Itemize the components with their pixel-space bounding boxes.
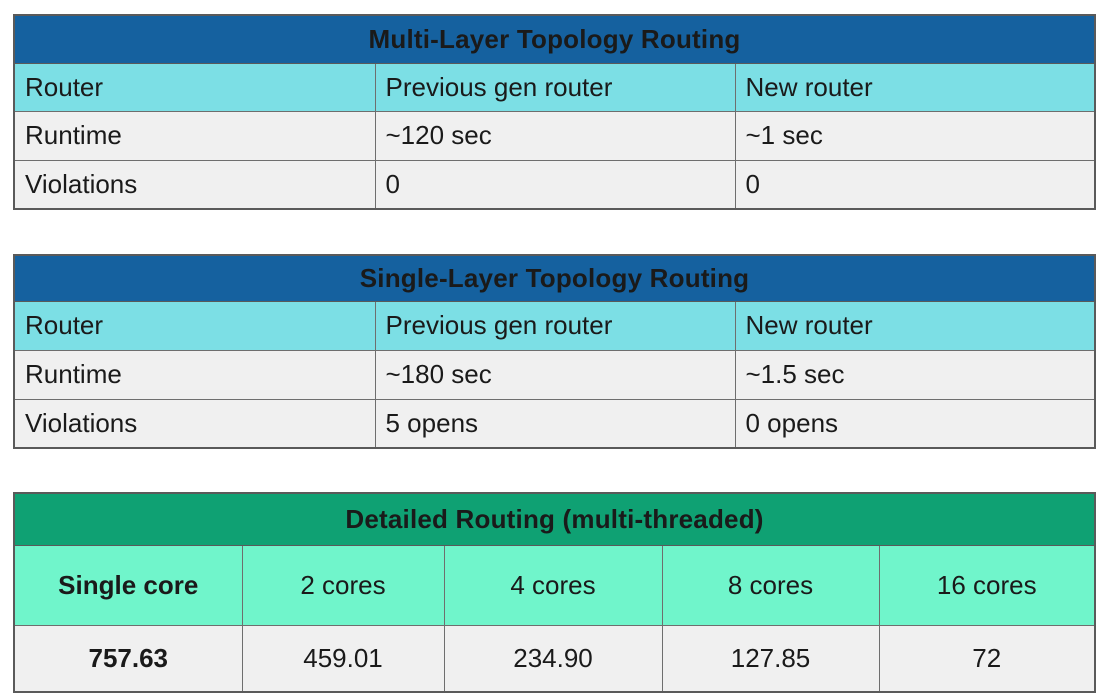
table-multi-layer-topology-routing: Multi-Layer Topology Routing Router Prev… xyxy=(13,14,1097,210)
table-title-row: Single-Layer Topology Routing xyxy=(13,254,1096,302)
cell-violations-new: 0 opens xyxy=(734,398,1096,449)
table-title: Single-Layer Topology Routing xyxy=(13,254,1096,302)
cell-runtime-previous: ~120 sec xyxy=(374,110,736,161)
column-header-router: Router xyxy=(13,62,376,112)
table-row: Violations 5 opens 0 opens xyxy=(13,398,1096,449)
column-header-16-cores: 16 cores xyxy=(878,544,1096,626)
table-row: Violations 0 0 xyxy=(13,159,1096,210)
table-header-row: Router Previous gen router New router xyxy=(13,62,1096,112)
cell-runtime-single-core: 757.63 xyxy=(13,624,243,693)
cell-runtime-8-cores: 127.85 xyxy=(661,624,880,693)
cell-violations-previous: 0 xyxy=(374,159,736,210)
cell-runtime-16-cores: 72 xyxy=(878,624,1096,693)
table-detailed-routing: Detailed Routing (multi-threaded) Single… xyxy=(13,492,1097,693)
table-header-row: Single core 2 cores 4 cores 8 cores 16 c… xyxy=(13,544,1096,626)
cell-violations-new: 0 xyxy=(734,159,1096,210)
column-header-new-router: New router xyxy=(734,300,1096,351)
table-single-layer-topology-routing: Single-Layer Topology Routing Router Pre… xyxy=(13,254,1097,449)
cell-runtime-2-cores: 459.01 xyxy=(241,624,445,693)
column-header-previous-gen-router: Previous gen router xyxy=(374,62,736,112)
column-header-router: Router xyxy=(13,300,376,351)
column-header-new-router: New router xyxy=(734,62,1096,112)
column-header-2-cores: 2 cores xyxy=(241,544,445,626)
column-header-8-cores: 8 cores xyxy=(661,544,880,626)
cell-violations-previous: 5 opens xyxy=(374,398,736,449)
table-row: Runtime ~120 sec ~1 sec xyxy=(13,110,1096,161)
column-header-single-core: Single core xyxy=(13,544,243,626)
column-header-4-cores: 4 cores xyxy=(443,544,663,626)
table-header-row: Router Previous gen router New router xyxy=(13,300,1096,351)
table-row: Runtime ~180 sec ~1.5 sec xyxy=(13,349,1096,400)
table-title: Multi-Layer Topology Routing xyxy=(13,14,1096,64)
cell-runtime-previous: ~180 sec xyxy=(374,349,736,400)
cell-runtime-new: ~1.5 sec xyxy=(734,349,1096,400)
table-title-row: Detailed Routing (multi-threaded) xyxy=(13,492,1096,546)
row-label-violations: Violations xyxy=(13,159,376,210)
row-label-runtime: Runtime xyxy=(13,349,376,400)
column-header-previous-gen-router: Previous gen router xyxy=(374,300,736,351)
cell-runtime-new: ~1 sec xyxy=(734,110,1096,161)
table-row: 757.63 459.01 234.90 127.85 72 xyxy=(13,624,1096,693)
row-label-violations: Violations xyxy=(13,398,376,449)
table-title: Detailed Routing (multi-threaded) xyxy=(13,492,1096,546)
row-label-runtime: Runtime xyxy=(13,110,376,161)
table-title-row: Multi-Layer Topology Routing xyxy=(13,14,1096,64)
cell-runtime-4-cores: 234.90 xyxy=(443,624,663,693)
